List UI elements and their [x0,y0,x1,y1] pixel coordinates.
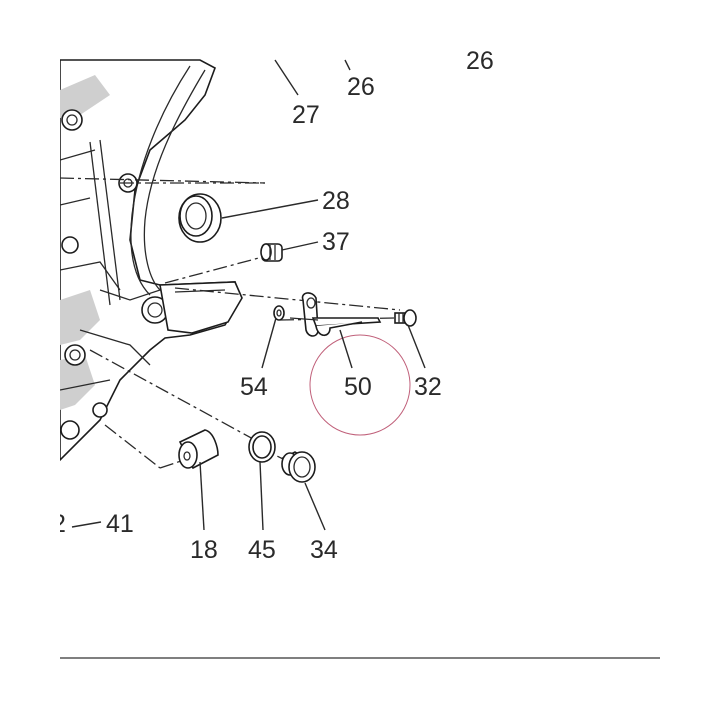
pipe-clip-50 [289,292,382,337]
callout-34: 34 [310,536,338,564]
callout-54: 54 [240,373,268,401]
callout-26: 26 [347,73,375,101]
callout-18: 18 [190,536,218,564]
leader-lines [71,59,426,531]
bolt-32 [394,309,417,327]
callout-32: 32 [414,373,442,401]
callout-45: 45 [248,536,276,564]
crankcase-housing [60,59,243,462]
callout-26-cropped: 26 [466,47,494,75]
callout-41: 41 [106,510,134,538]
washer-54 [273,305,285,321]
callout-37: 37 [322,228,350,256]
callout-28: 28 [322,187,350,215]
o-ring-45 [248,431,276,463]
left-crop-mask [0,0,60,720]
callout-27: 27 [292,101,320,129]
drain-plug-34 [281,451,316,483]
callout-labels: 26 26 27 28 37 54 50 32 2 41 18 45 34 [52,47,494,564]
highlight-circle [309,334,411,436]
damper-18 [178,429,219,470]
seal-ring-28 [178,193,222,243]
callout-50: 50 [344,373,372,401]
plug-37 [260,243,283,262]
